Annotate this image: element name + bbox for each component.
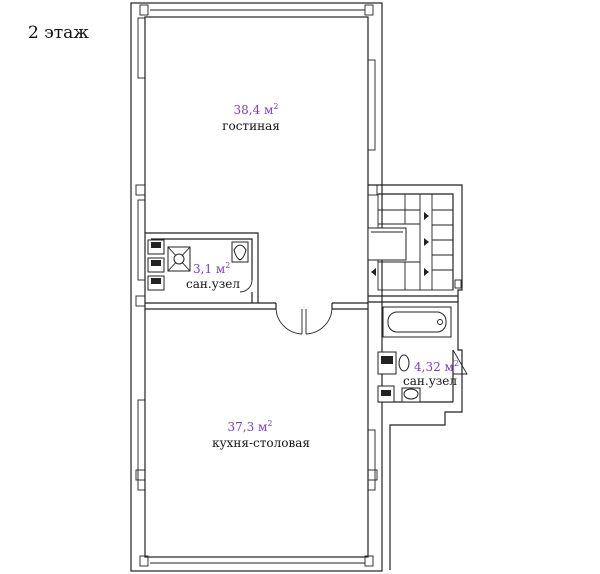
kitchen-name: кухня-столовая: [212, 436, 310, 450]
exterior-walls: [130, 2, 383, 572]
bathroom-2: [377, 306, 468, 403]
interior-partition: [145, 302, 368, 335]
living-name: гостиная: [222, 119, 280, 133]
bath1-name: сан.узел: [186, 277, 240, 291]
bath1-area: 3,1 м2: [193, 261, 230, 276]
bath2-area: 4,32 м2: [414, 359, 459, 374]
living-area: 38,4 м2: [234, 102, 279, 117]
floor-label: 2 этаж: [28, 23, 89, 43]
bath2-name: сан.узел: [403, 374, 457, 388]
bathroom-1: [145, 232, 259, 303]
kitchen-area: 37,3 м2: [228, 419, 273, 434]
staircase: [367, 193, 462, 291]
